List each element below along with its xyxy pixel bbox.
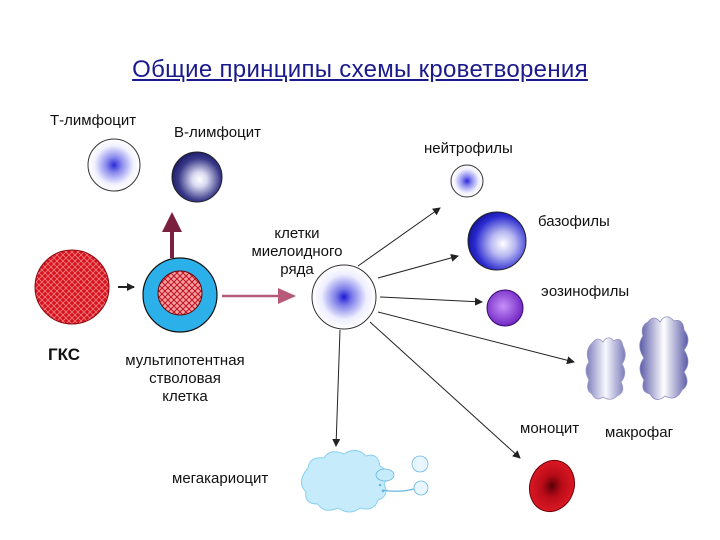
- gks-cell: [34, 249, 110, 325]
- neutrophils-label: нейтрофилы: [424, 140, 513, 157]
- platelet-cell: [413, 480, 429, 496]
- arrow-to-monocyte: [377, 311, 575, 365]
- erythrocyte-cell: [528, 459, 576, 513]
- platelet-dot: [378, 483, 382, 487]
- eosinophils-label: эозинофилы: [541, 283, 630, 300]
- stem-cell-label: мультипотентная стволовая клетка: [106, 352, 264, 406]
- myeloid-label-line: клетки: [274, 225, 320, 242]
- neutrophil-cell: [450, 164, 484, 198]
- monocyte-cell: [585, 337, 626, 400]
- platelet-cell: [375, 468, 395, 482]
- stem-cell-nucleus: [157, 270, 203, 316]
- monocyte-label: моноцит: [520, 420, 580, 437]
- basophils-label: базофилы: [538, 213, 610, 230]
- macrophage-label: макрофаг: [605, 424, 674, 441]
- myeloid-cells-label: клетки миелоидного ряда: [236, 225, 358, 279]
- basophil-cell: [467, 211, 527, 271]
- myeloid-label-line: ряда: [280, 261, 314, 278]
- page-title: Общие принципы схемы кроветворения: [132, 56, 588, 83]
- macrophage-cell: [639, 316, 689, 400]
- myeloid-label-line: миелоидного: [251, 243, 343, 260]
- arrow-to-basophil: [377, 253, 459, 279]
- b-lymphocyte-label: В-лимфоцит: [174, 124, 261, 141]
- t-lymphocyte-label: Т-лимфоцит: [50, 112, 137, 129]
- platelet-tail: [381, 488, 415, 492]
- megakaryocyte-cell: [301, 450, 388, 513]
- gks-label: ГКС: [48, 345, 81, 364]
- stem-label-line: мультипотентная: [125, 352, 245, 369]
- stem-label-line: клетка: [162, 388, 208, 405]
- platelet-dot: [381, 489, 385, 493]
- t-lymphocyte-cell: [87, 138, 141, 192]
- platelet-cell: [411, 455, 429, 473]
- eosinophil-cell: [486, 289, 524, 327]
- arrow-to-megakaryocyte: [332, 329, 341, 447]
- megakaryocyte-label: мегакариоцит: [172, 470, 269, 487]
- stem-label-line: стволовая: [149, 370, 221, 387]
- myeloid-progenitor-cell: [311, 264, 377, 330]
- arrow-to-erythrocyte: [369, 321, 521, 459]
- arrow-to-eosinophil: [379, 296, 483, 306]
- arrow-to-neutrophil: [357, 207, 441, 267]
- b-lymphocyte-cell: [171, 151, 223, 203]
